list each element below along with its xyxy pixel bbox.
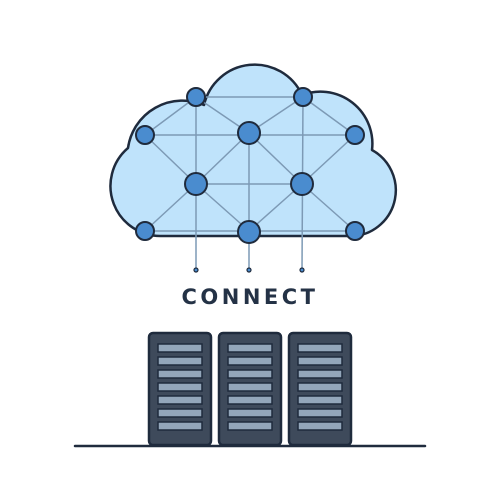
network-link [195,132,250,185]
server-racks [147,331,353,447]
network-link [301,134,356,185]
network-node [186,87,206,107]
network-node [293,87,313,107]
network-node [184,172,208,196]
cable-end [193,267,199,273]
network-node [345,221,365,241]
connect-caption: CONNECT [181,285,319,309]
server-rack-icon [217,331,283,447]
network-node [345,125,365,145]
network-nodes [135,87,365,244]
network-link [144,96,197,136]
network-node [237,121,261,145]
server-rack-icon [147,331,213,447]
network-node [290,172,314,196]
network-node [237,220,261,244]
cloud-shape [109,63,398,238]
server-rack-icon [287,331,353,447]
network-node [135,221,155,241]
cable-end [246,267,252,273]
network-link [248,132,303,185]
cable-ends [193,267,305,273]
cable-end [299,267,305,273]
network-node [135,125,155,145]
cloud-icon [109,63,398,238]
network-link [302,96,356,136]
